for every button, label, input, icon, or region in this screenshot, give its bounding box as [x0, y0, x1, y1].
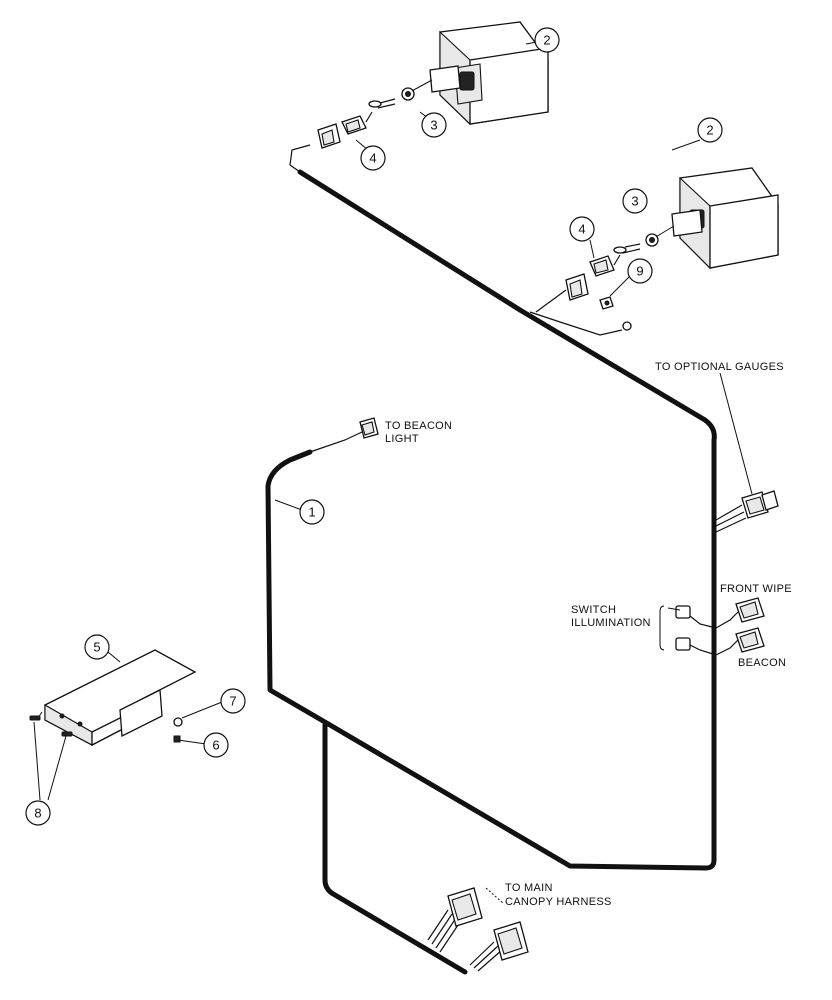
svg-text:2: 2	[706, 123, 713, 138]
callout-6: 6	[203, 732, 229, 758]
screws	[29, 711, 73, 737]
mounting-bracket	[44, 649, 197, 747]
svg-text:3: 3	[631, 194, 638, 209]
callout-5: 5	[84, 634, 110, 660]
leader-lines	[33, 39, 753, 801]
lamp-bolt-lower	[613, 225, 675, 254]
callout-2a: 2	[534, 27, 560, 53]
label-beacon-light-1: TO BEACON	[385, 420, 452, 432]
svg-text:9: 9	[636, 264, 643, 279]
switch-group-bracket	[659, 605, 665, 651]
label-beacon: BEACON	[738, 657, 786, 669]
connector-upper-pair	[317, 111, 373, 149]
svg-text:4: 4	[369, 151, 376, 166]
svg-text:5: 5	[93, 640, 100, 655]
ground-clip	[529, 296, 632, 336]
svg-text:8: 8	[34, 806, 41, 821]
label-switch-illumination-1: SWITCH	[571, 604, 616, 616]
svg-text:7: 7	[229, 694, 236, 709]
label-front-wipe: FRONT WIPE	[720, 583, 792, 595]
connector-lower-pair	[535, 254, 621, 313]
beacon-connector	[359, 417, 379, 439]
callout-3a: 3	[421, 112, 447, 138]
callout-3b: 3	[622, 188, 648, 214]
callout-9: 9	[627, 258, 653, 284]
svg-text:3: 3	[430, 118, 437, 133]
callout-4a: 4	[360, 145, 386, 171]
svg-text:1: 1	[308, 505, 315, 520]
callout-7: 7	[220, 688, 246, 714]
work-lamp-lower	[671, 167, 779, 270]
svg-text:2: 2	[543, 33, 550, 48]
lamp-bolt-upper	[368, 79, 433, 109]
label-optional-gauges: TO OPTIONAL GAUGES	[655, 361, 784, 373]
label-main-canopy-2: CANOPY HARNESS	[505, 896, 612, 908]
label-main-canopy-1: TO MAIN	[505, 882, 553, 894]
label-beacon-light-2: LIGHT	[385, 433, 419, 445]
label-switch-illumination-2: ILLUMINATION	[571, 617, 651, 629]
callout-8: 8	[25, 800, 51, 826]
callout-1: 1	[299, 499, 325, 525]
optional-gauges-connector	[715, 490, 779, 533]
main-canopy-connectors	[427, 887, 529, 972]
washer-and-nut	[173, 717, 183, 743]
svg-text:6: 6	[212, 738, 219, 753]
switch-connectors	[675, 597, 765, 656]
work-lamp-upper	[429, 21, 549, 126]
callout-2b: 2	[697, 117, 723, 143]
main-harness	[265, 144, 717, 975]
svg-text:4: 4	[578, 222, 585, 237]
callout-4b: 4	[569, 216, 595, 242]
